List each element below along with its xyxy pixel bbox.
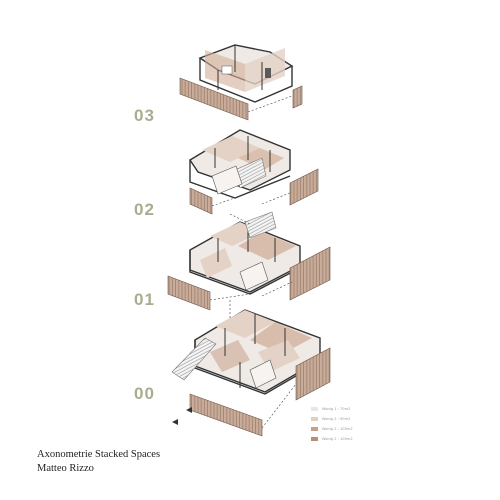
level-label-00: 00 (134, 384, 155, 403)
legend-label: Wonig 1 : 70m2 (322, 407, 351, 411)
legend-item: Wonig 1 : 70m2 (311, 404, 353, 414)
facade-01-right (289, 246, 331, 301)
floor-02 (189, 129, 291, 199)
level-label-02: 02 (134, 200, 155, 219)
legend-swatch (311, 426, 318, 432)
level-label-03: 03 (134, 106, 155, 125)
floor-01 (189, 211, 301, 295)
facade-00-left (189, 393, 263, 437)
floor-00 (171, 309, 321, 395)
legend: Wonig 1 : 70m2 Wonig 2 : 90m2 Wonig 2 : … (311, 404, 353, 444)
legend-swatch (311, 436, 318, 442)
level-label-01: 01 (134, 290, 155, 309)
legend-label: Wonig 2 : 100m2 (322, 427, 353, 431)
caption-author: Matteo Rizzo (37, 463, 94, 474)
legend-label: Wonig 2 : 90m2 (322, 417, 351, 421)
legend-swatch (311, 416, 318, 422)
floor-03 (198, 44, 294, 103)
caption-title: Axonometrie Stacked Spaces (37, 449, 161, 460)
facade-02-left (189, 187, 213, 215)
legend-item: Wonig 2 : 90m2 (311, 414, 353, 424)
facade-00-right (295, 347, 331, 401)
legend-swatch (311, 406, 318, 412)
legend-label: Wonig 2 : 100m2 (322, 437, 353, 441)
projection-lines (209, 95, 297, 429)
facade-03-left (179, 77, 249, 121)
facade-03-right (292, 85, 303, 109)
legend-item: Wonig 2 : 100m2 (311, 424, 353, 434)
facade-02-right (289, 168, 319, 206)
facade-01-left (167, 275, 211, 311)
direction-arrows (172, 407, 192, 425)
legend-item: Wonig 2 : 100m2 (311, 434, 353, 444)
